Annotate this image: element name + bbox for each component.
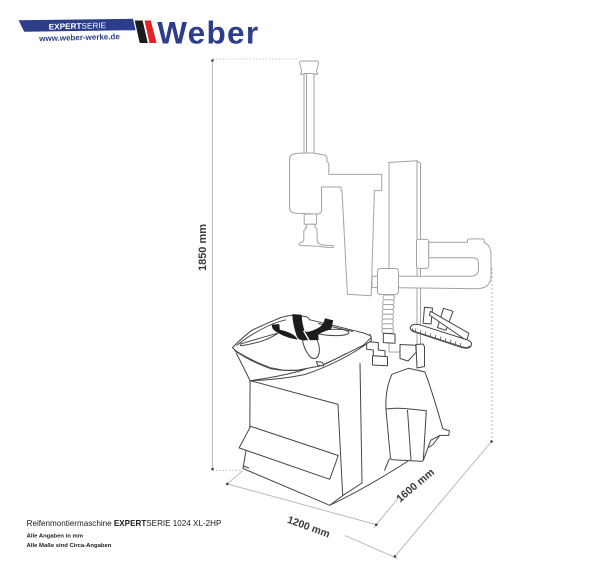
svg-text:1600 mm: 1600 mm xyxy=(394,466,437,505)
svg-text:Reifenmontiermaschine EXPERTSE: Reifenmontiermaschine EXPERTSERIE 1024 X… xyxy=(27,519,222,528)
svg-text:www.weber-werke.de: www.weber-werke.de xyxy=(38,32,120,43)
svg-text:1200 mm: 1200 mm xyxy=(286,515,332,541)
svg-text:EXPERTSERIE: EXPERTSERIE xyxy=(49,21,107,32)
svg-text:1850 mm: 1850 mm xyxy=(197,224,209,271)
svg-text:Alle Angaben in mm: Alle Angaben in mm xyxy=(27,534,83,540)
svg-text:Alle Maße sind Circa-Angaben: Alle Maße sind Circa-Angaben xyxy=(27,543,112,549)
svg-text:Weber: Weber xyxy=(157,15,259,51)
